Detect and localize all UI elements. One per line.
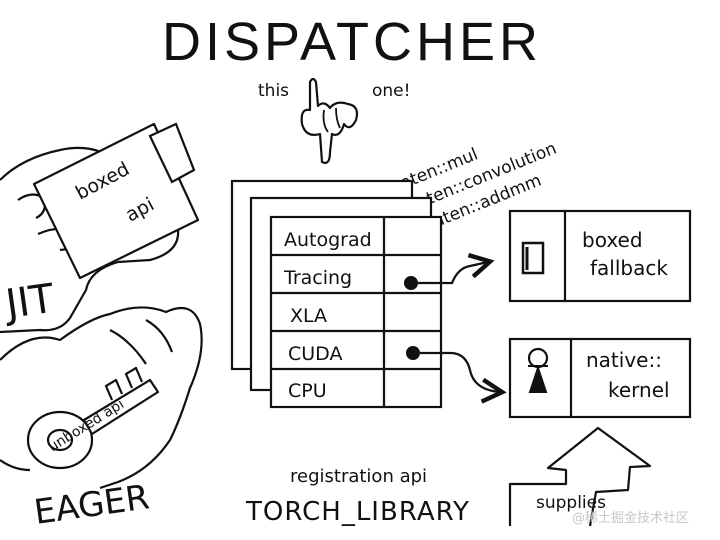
torch-library-label: TORCH_LIBRARY (245, 497, 470, 527)
pointing-hand-icon (300, 77, 359, 164)
registration-api-label: registration api (290, 466, 427, 487)
eager-hand (0, 306, 203, 490)
supplies-arrow (508, 426, 652, 527)
tracing-arrow (418, 262, 488, 285)
pointer-note-right: one! (372, 81, 410, 101)
cuda-arrow (420, 351, 500, 392)
cuda-slot-dot (406, 346, 420, 360)
native-kernel-line1: native:: (586, 348, 662, 372)
watermark: @稀土掘金技术社区 (572, 510, 689, 526)
native-kernel-line2: kernel (608, 378, 670, 402)
key-icon (26, 366, 160, 470)
supplies-label: supplies (536, 493, 606, 513)
boxed-fallback-line1: boxed (582, 228, 643, 252)
pointer-note-left: this (258, 81, 289, 101)
boxed-api-card: boxed api (32, 122, 200, 280)
page-title: DISPATCHER (162, 12, 542, 72)
boxed-fallback-kernel: boxed fallback (508, 209, 692, 303)
native-kernel: native:: kernel (508, 337, 692, 419)
keyhole-icon (527, 347, 549, 393)
dispatch-key-tracing: Tracing (283, 267, 352, 289)
dispatch-key-autograd: Autograd (284, 229, 372, 251)
dispatch-key-xla: XLA (290, 305, 327, 327)
dispatch-table (271, 217, 441, 407)
dispatch-key-cuda: CUDA (288, 343, 342, 365)
jit-label: JIT (0, 276, 57, 329)
boxed-fallback-line2: fallback (590, 256, 668, 280)
tracing-slot-dot (404, 276, 418, 290)
dispatch-key-cpu: CPU (288, 380, 327, 402)
pointer-note: this one! (258, 77, 410, 164)
boxed-kernel-icon (521, 241, 545, 275)
eager-label: EAGER (32, 477, 152, 533)
